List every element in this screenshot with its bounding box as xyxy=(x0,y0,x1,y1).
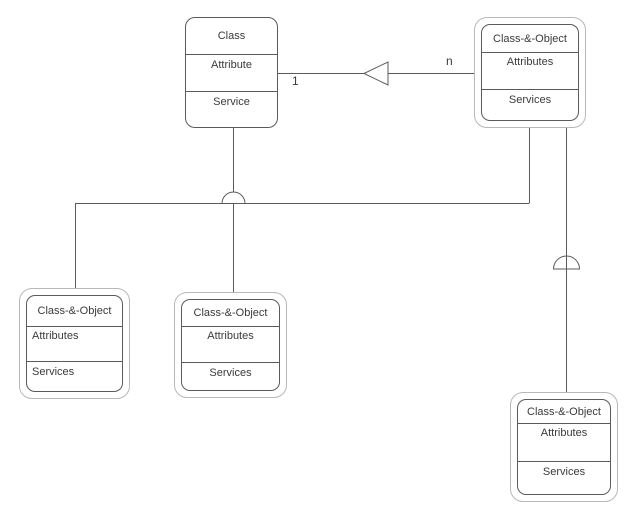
multiplicity-n-label: n xyxy=(446,54,453,68)
multiplicity-1-label: 1 xyxy=(292,74,299,88)
class-object-inner-frame: Class-&-Object Attributes Services xyxy=(517,399,611,495)
class-object-inner-frame: Class-&-Object Attributes Services xyxy=(26,295,123,392)
class-title: Class xyxy=(186,18,277,55)
class-object-services-section: Services xyxy=(508,94,552,106)
class-object-shape-bottom-right[interactable]: Class-&-Object Attributes Services xyxy=(510,392,618,502)
class-object-attributes-section: Attributes xyxy=(482,53,578,90)
class-object-title: Class-&-Object xyxy=(182,300,279,327)
class-object-inner-frame: Class-&-Object Attributes Services xyxy=(181,299,280,391)
class-object-attributes-section: Attributes xyxy=(182,327,279,363)
class-object-services-section: Services xyxy=(542,466,586,478)
class-object-services-section: Services xyxy=(209,367,252,379)
class-object-attributes-section: Attributes xyxy=(518,424,610,462)
class-attribute-section: Attribute xyxy=(186,55,277,92)
class-object-title: Class-&-Object xyxy=(482,25,578,53)
generalization-triangle-icon[interactable] xyxy=(362,61,389,86)
class-service-section: Service xyxy=(213,96,250,108)
class-object-title: Class-&-Object xyxy=(518,400,610,424)
class-object-services-section: Services xyxy=(32,366,75,378)
class-object-shape-bottom-center[interactable]: Class-&-Object Attributes Services xyxy=(174,292,287,398)
class-shape[interactable]: Class Attribute Service xyxy=(185,17,278,128)
class-object-attributes-section: Attributes xyxy=(27,327,122,362)
genspec-semicircle-icon[interactable] xyxy=(221,191,246,204)
class-object-inner-frame: Class-&-Object Attributes Services xyxy=(481,24,579,121)
genspec-semicircle-right-icon[interactable] xyxy=(552,255,581,270)
class-object-shape-bottom-left[interactable]: Class-&-Object Attributes Services xyxy=(19,288,130,399)
class-object-title: Class-&-Object xyxy=(27,296,122,327)
class-object-shape-top-right[interactable]: Class-&-Object Attributes Services xyxy=(474,17,586,128)
